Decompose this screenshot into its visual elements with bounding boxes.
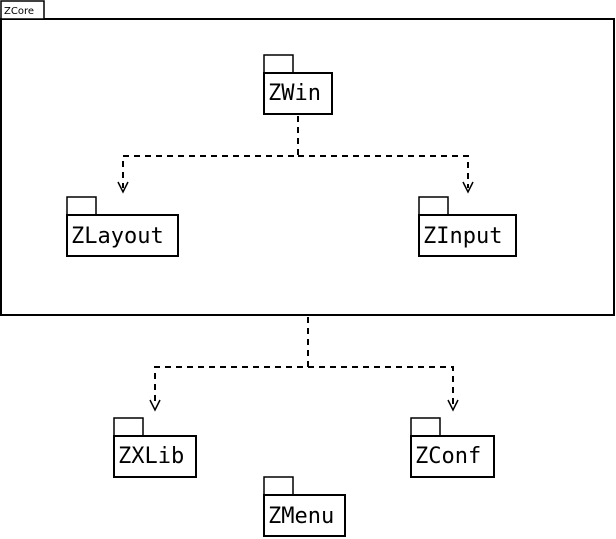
package-label-zinput: ZInput	[423, 224, 502, 249]
dependency-arrowhead-zinput	[462, 181, 474, 194]
package-tab	[113, 417, 144, 437]
package-body	[418, 214, 517, 257]
package-tab	[66, 196, 97, 216]
dependency-zwin-children	[117, 116, 474, 194]
package-label-zxlib: ZXLib	[118, 444, 184, 469]
package-body	[263, 72, 333, 115]
package-body	[113, 435, 197, 478]
package-label-zlayout: ZLayout	[71, 224, 164, 249]
package-zinput[interactable]: ZInput	[418, 196, 517, 257]
package-tab	[263, 54, 294, 74]
dependency-line-zxlib	[154, 317, 309, 406]
package-label-zconf: ZConf	[415, 444, 481, 469]
package-tab	[263, 476, 294, 496]
package-body	[263, 494, 346, 537]
dependency-arrowhead-zlayout	[117, 181, 129, 194]
package-body	[410, 435, 495, 478]
dependency-line-zinput	[298, 155, 469, 188]
package-body	[66, 214, 179, 257]
frame-label-tab	[0, 0, 45, 20]
package-zwin[interactable]: ZWin	[263, 54, 333, 115]
package-tab	[418, 196, 449, 216]
frame-label: ZCore	[4, 6, 34, 17]
package-label-zwin: ZWin	[268, 81, 321, 106]
dependency-arrowhead-zxlib	[149, 399, 161, 412]
package-zmenu[interactable]: ZMenu	[263, 476, 346, 537]
dependency-line-zconf	[308, 366, 454, 406]
package-zconf[interactable]: ZConf	[410, 417, 495, 478]
package-label-zmenu: ZMenu	[268, 504, 334, 529]
dependency-zcore-children	[149, 317, 459, 412]
package-zlayout[interactable]: ZLayout	[66, 196, 179, 257]
dependency-arrowhead-zconf	[447, 399, 459, 412]
zcore-frame: ZCore	[0, 0, 615, 316]
package-zxlib[interactable]: ZXLib	[113, 417, 197, 478]
dependency-line-zlayout	[122, 116, 299, 188]
package-tab	[410, 417, 441, 437]
